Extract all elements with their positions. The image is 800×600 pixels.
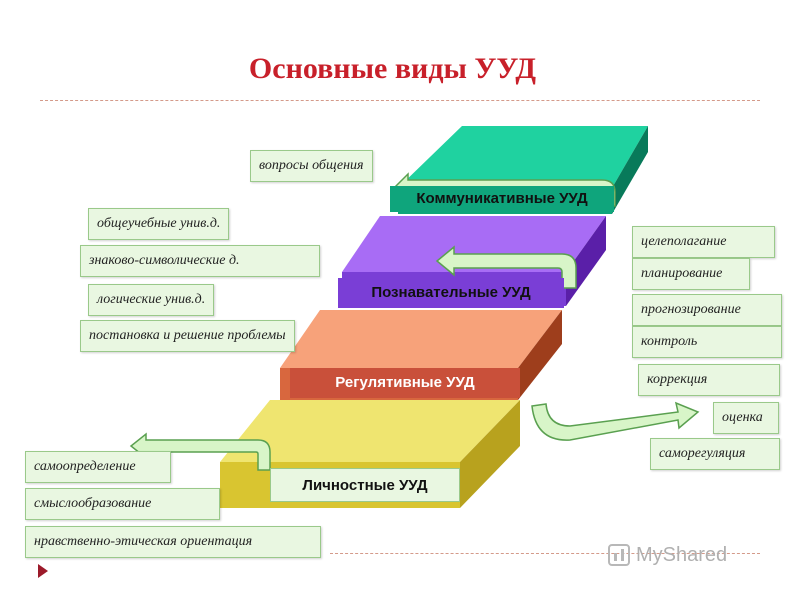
- cognitive-arrow: [435, 245, 577, 289]
- step-communicative-top: [398, 126, 648, 188]
- label-sign-symbolic: знаково-символические д.: [80, 245, 320, 277]
- label-logical: логические унив.д.: [88, 284, 215, 316]
- label-self-regulation: саморегуляция: [650, 438, 780, 470]
- label-forecasting: прогнозирование: [632, 294, 782, 326]
- watermark: MyShared: [608, 540, 727, 570]
- title-divider: [40, 100, 760, 101]
- label-assessment: оценка: [713, 402, 779, 434]
- label-general-educational: общеучебные унив.д.: [88, 208, 230, 240]
- step-communicative-side: [612, 126, 648, 214]
- watermark-text: MyShared: [636, 543, 728, 566]
- label-control: контроль: [632, 326, 782, 358]
- step-label-cognitive: Познавательные УУД: [338, 278, 564, 308]
- label-self-determination: самоопределение: [25, 451, 171, 483]
- label-problem-solving: постановка и решение проблемы: [80, 320, 295, 352]
- nav-arrow-icon[interactable]: [38, 564, 48, 578]
- step-personal-top: [220, 400, 520, 462]
- footer-divider: [330, 553, 760, 554]
- regulative-arrow: [531, 401, 700, 441]
- label-communication-questions: вопросы общения: [250, 150, 373, 182]
- label-planning: планирование: [632, 258, 750, 290]
- label-goal-setting: целеполагание: [632, 226, 775, 258]
- step-regulative-top: [280, 310, 562, 368]
- step-label-regulative: Регулятивные УУД: [290, 368, 520, 398]
- page-title: Основные виды УУД: [248, 52, 537, 85]
- step-personal-side: [460, 400, 520, 508]
- label-correction: коррекция: [638, 364, 780, 396]
- step-label-communicative: Коммуникативные УУД: [390, 186, 614, 212]
- step-regulative-side: [518, 310, 562, 400]
- label-meaning-formation: смыслообразование: [25, 488, 220, 520]
- step-label-personal: Личностные УУД: [270, 468, 460, 502]
- chart-logo-icon: [608, 544, 630, 566]
- label-moral-ethical: нравственно-этическая ориентация: [25, 526, 321, 558]
